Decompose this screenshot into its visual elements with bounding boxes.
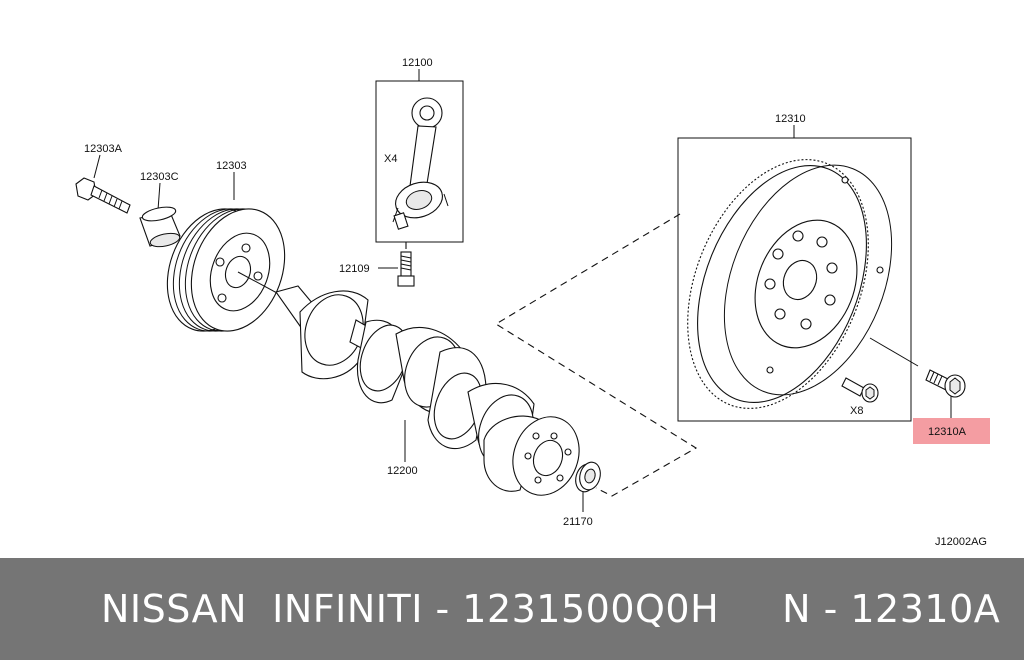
rod-bolt-icon: [397, 251, 415, 287]
pilot-bushing-icon: [575, 461, 601, 493]
flywheel-group: 12310 X8: [677, 113, 919, 422]
flywheel-bolt-group: 12310A: [913, 369, 990, 444]
label-21170: 21170: [563, 516, 593, 528]
label-x4: X4: [384, 153, 397, 165]
pulley-group: 12303: [166, 160, 291, 332]
crankshaft-group: 12200: [275, 285, 580, 496]
flywheel-bolt-icon: [925, 369, 966, 398]
crankshaft-icon: [275, 285, 580, 496]
figure-code: J12002AG: [935, 536, 987, 548]
label-12200: 12200: [387, 465, 418, 477]
highlight-badge-12310a: [913, 418, 990, 444]
pulley-icon: [166, 208, 286, 332]
label-12303: 12303: [216, 160, 247, 172]
pilot-bushing-group: 21170: [563, 461, 601, 528]
washer-icon: [139, 206, 181, 248]
crank-bolt-icon: [75, 177, 131, 214]
rod-bolt-group: 12109: [339, 242, 415, 287]
part-number-banner: NISSAN INFINITI - 1231500Q0H N - 12310A: [0, 558, 1024, 660]
crank-bolt-group: 12303A: [75, 143, 131, 214]
label-12100: 12100: [402, 57, 433, 69]
label-12310a: 12310A: [928, 426, 967, 438]
flywheel-box: [677, 137, 912, 422]
label-x8: X8: [850, 405, 863, 417]
label-12303c: 12303C: [140, 171, 179, 183]
connecting-rod-icon: [392, 97, 449, 230]
washer-group: 12303C: [139, 171, 181, 248]
assembly-guide-line: [494, 213, 698, 497]
label-12109: 12109: [339, 263, 370, 275]
label-12310: 12310: [775, 113, 806, 125]
exploded-parts-diagram: 12100 X4 12109 12303A: [75, 57, 990, 548]
label-12303a: 12303A: [84, 143, 123, 155]
connecting-rod-group: 12100 X4: [375, 57, 464, 243]
flywheel-icon: [687, 159, 893, 409]
flywheel-bolt-small-icon: [841, 377, 879, 403]
